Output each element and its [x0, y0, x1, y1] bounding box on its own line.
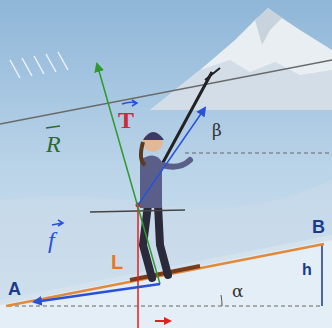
point-label: A [8, 280, 21, 298]
vector-label: R [46, 132, 61, 156]
angle-label: α [232, 283, 243, 300]
vector-label: f [48, 228, 55, 252]
dimension-label: h [302, 262, 312, 278]
point-label: B [312, 218, 325, 236]
vector-label: L [111, 252, 123, 272]
vector-label: T [118, 108, 134, 132]
angle-label: β [212, 122, 222, 139]
